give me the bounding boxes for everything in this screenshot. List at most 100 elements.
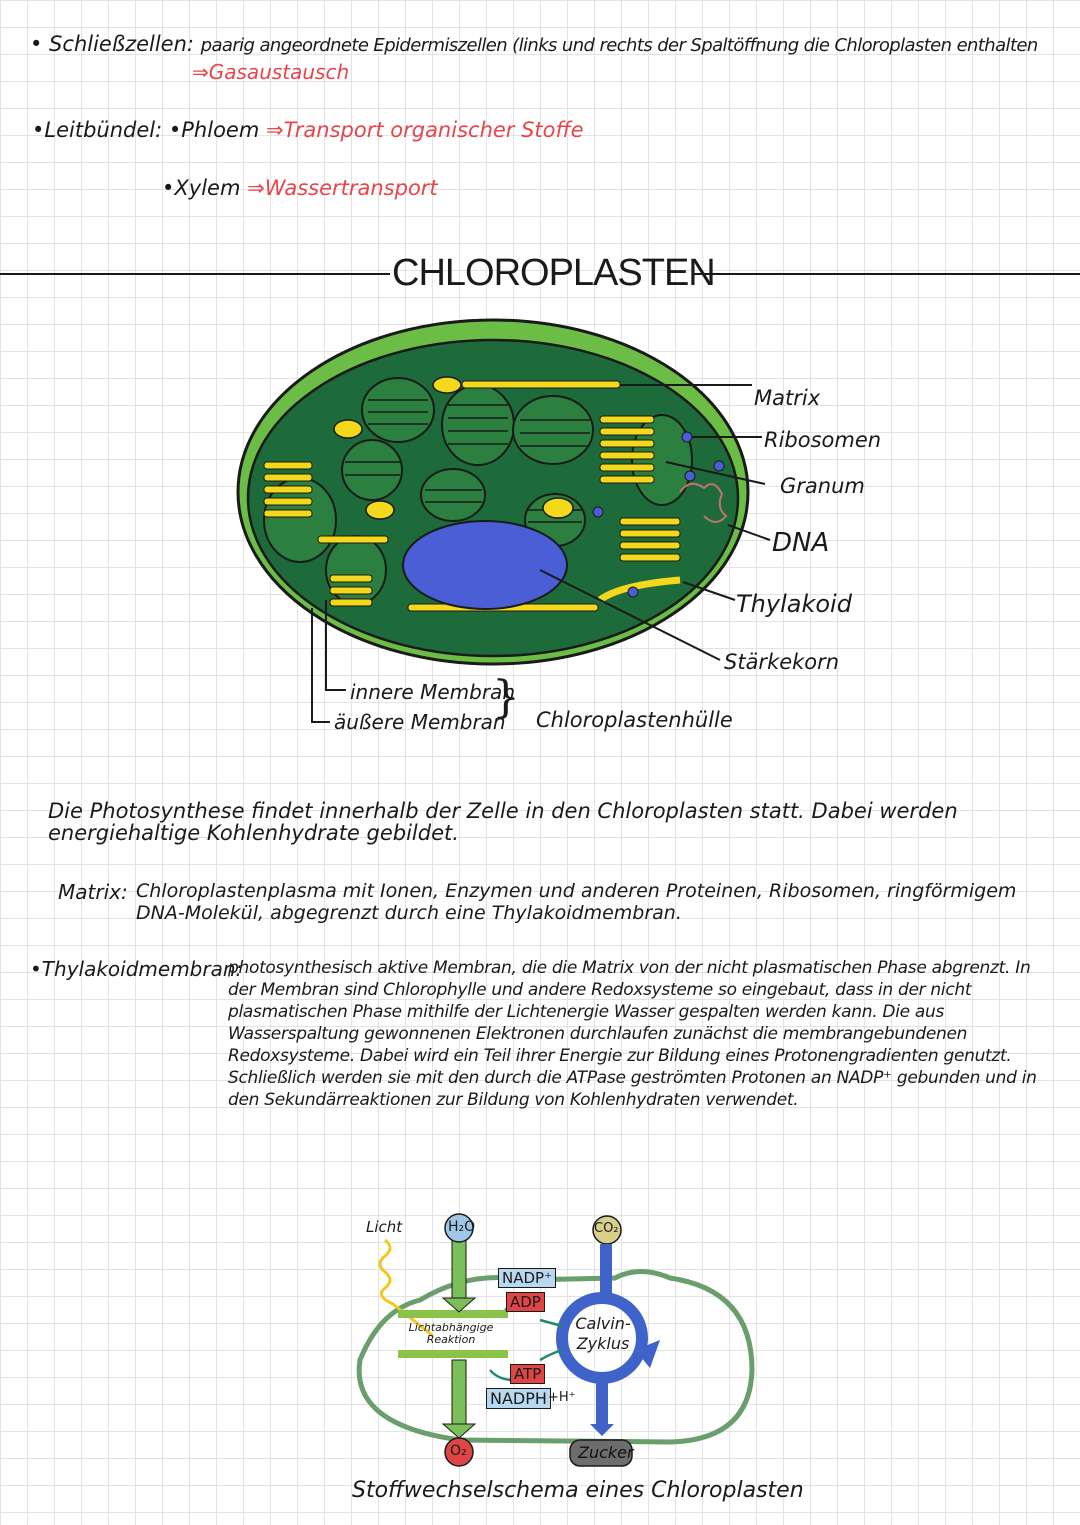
thylakoid-label: •Thylakoidmembran:: [30, 957, 243, 981]
ribosome: [713, 460, 725, 472]
label-reaction: Lichtabhängige Reaktion: [408, 1321, 494, 1346]
thylakoid-stack: [599, 439, 655, 448]
thylakoid-stack: [263, 509, 313, 518]
note-xylem: •Xylem ⇒Wassertransport: [162, 176, 438, 200]
note-leitbuendel: •Leitbündel: •Phloem ⇒Transport organisc…: [32, 118, 584, 142]
oxygen-arrow-head: [441, 1423, 477, 1439]
label-outer-membrane: äußere Membran: [334, 710, 506, 734]
thylakoid-stack: [329, 586, 373, 595]
starch-grain: [542, 497, 574, 519]
thylakoid-stack: [599, 463, 655, 472]
label-co2: CO₂: [594, 1221, 619, 1236]
granum-stack: [420, 468, 486, 522]
chloroplast-outline: [356, 1269, 755, 1445]
thylakoid-membrane-bottom: [398, 1350, 508, 1358]
brace-icon: }: [492, 672, 520, 723]
note-schliesszellen: • Schließzellen: paarig angeordnete Epid…: [30, 32, 1038, 58]
leader-thylakoid: [682, 581, 736, 601]
calvin-arrow-head: [635, 1340, 660, 1368]
label-o2: O₂: [450, 1443, 467, 1459]
water-arrow-shaft: [451, 1237, 467, 1301]
ribosome: [681, 431, 693, 443]
granum-stack: [341, 439, 403, 501]
schliesszellen-result: ⇒Gasaustausch: [192, 60, 350, 84]
thylakoid-stack: [263, 461, 313, 470]
oxygen-arrow-shaft: [451, 1359, 467, 1427]
label-ribosomen: Ribosomen: [764, 428, 882, 452]
thylakoid-membrane-top: [398, 1310, 508, 1318]
thylakoid-stack: [329, 574, 373, 583]
thylakoid-stack: [599, 451, 655, 460]
ribosome: [627, 586, 639, 598]
label-envelope: Chloroplastenhülle: [536, 708, 733, 732]
sugar-arrow: [596, 1378, 608, 1428]
thylakoid-stack: [619, 517, 681, 526]
thylakoid-stack: [599, 475, 655, 484]
label-staerkekorn: Stärkekorn: [724, 650, 840, 674]
label-inner-membrane: innere Membran: [350, 680, 515, 704]
ribosome: [684, 470, 696, 482]
schliesszellen-text: paarig angeordnete Epidermiszellen (link…: [200, 35, 1039, 56]
heading-rule-left: [0, 273, 390, 275]
xylem-result: ⇒Wassertransport: [247, 176, 438, 200]
label-h-plus: +H⁺: [548, 1390, 576, 1405]
granum-stack: [512, 395, 594, 465]
starch-grain: [333, 419, 363, 439]
h2o-circle: [444, 1213, 474, 1243]
label-h2o: H₂O: [448, 1219, 476, 1235]
thylakoid-paragraph: photosynthesisch aktive Membran, die die…: [228, 958, 1037, 1110]
thylakoid-stack: [263, 485, 313, 494]
label-dna: DNA: [772, 528, 830, 558]
leitbuendel-label: •Leitbündel:: [32, 118, 163, 142]
granum-stack: [441, 384, 515, 466]
dna-body: [402, 520, 568, 610]
o2-circle: [444, 1437, 474, 1467]
label-thylakoid: Thylakoid: [736, 590, 852, 618]
water-arrow-head: [441, 1297, 477, 1313]
sugar-arrow-head: [590, 1424, 614, 1436]
starch-grain: [432, 376, 462, 394]
label-adp: ADP: [506, 1292, 545, 1312]
schliesszellen-label: • Schließzellen:: [30, 32, 194, 56]
intro-paragraph: Die Photosynthese findet innerhalb der Z…: [48, 799, 958, 845]
starch-grain: [365, 500, 395, 520]
thylakoid-stack: [619, 541, 681, 550]
co2-arrow: [600, 1244, 612, 1298]
heading-rule-right: [692, 273, 1080, 275]
stroma-lamella: [317, 535, 389, 544]
label-licht: Licht: [366, 1218, 403, 1236]
thylakoid-stack: [329, 598, 373, 607]
matrix-paragraph: Chloroplastenplasma mit Ionen, Enzymen u…: [136, 880, 1017, 924]
label-calvin: Calvin-Zyklus: [575, 1314, 631, 1353]
label-granum: Granum: [780, 474, 865, 498]
leader-outer-membrane: [311, 608, 330, 723]
granum-stack: [361, 377, 435, 443]
zucker-box: [569, 1439, 633, 1467]
leader-granum: [665, 461, 766, 485]
dna-ring: [679, 482, 728, 523]
label-nadp: NADP⁺: [498, 1268, 556, 1288]
xylem-label: •Xylem: [162, 176, 241, 200]
matrix-label: Matrix:: [58, 880, 128, 904]
thylakoid-stack: [619, 553, 681, 562]
metabolism-schema: [356, 1213, 755, 1467]
ribosome: [592, 506, 604, 518]
label-zucker: Zucker: [578, 1443, 634, 1462]
leader-staerkekorn: [539, 569, 721, 661]
light-wave: [378, 1238, 434, 1338]
thylakoid-stack: [263, 497, 313, 506]
label-atp: ATP: [510, 1364, 546, 1384]
stroma-lamella: [461, 380, 621, 389]
leader-inner-membrane: [325, 600, 346, 691]
thylakoid-stack: [599, 427, 655, 436]
phloem-result: ⇒Transport organischer Stoffe: [265, 118, 584, 142]
thylakoid-stack: [263, 473, 313, 482]
schema-caption: Stoffwechselschema eines Chloroplasten: [352, 1478, 804, 1503]
leader-dna: [727, 524, 771, 541]
chloroplast-diagram: [236, 318, 771, 723]
phloem-label: •Phloem: [168, 118, 260, 142]
thylakoid-stack: [599, 415, 655, 424]
section-title: CHLOROPLASTEN: [392, 252, 716, 294]
thylakoid-stack: [619, 529, 681, 538]
label-nadph: NADPH: [486, 1388, 551, 1409]
